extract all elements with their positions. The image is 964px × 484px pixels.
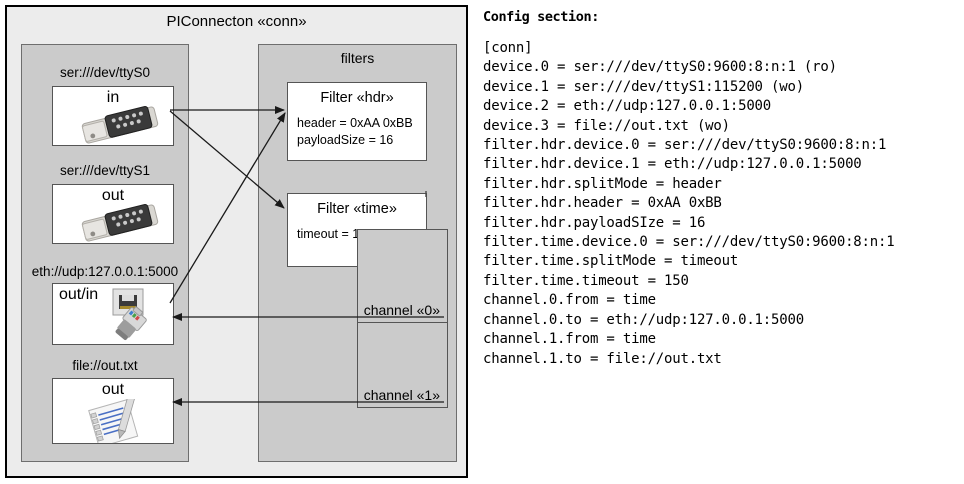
ethernet-plug-icon	[111, 287, 171, 344]
diagram-title: PIConnecton «conn»	[166, 13, 307, 30]
device-direction-3: out	[101, 381, 125, 398]
filter-card-hdr[interactable]: Filter «hdr» header = 0xAA 0xBB payloadS…	[287, 82, 427, 161]
device-label-0: ser:///dev/ttyS0	[59, 65, 151, 80]
filter-hdr-title: Filter «hdr»	[320, 90, 394, 106]
channel-box-0[interactable]: channel «0»	[357, 229, 448, 323]
device-label-2: eth://udp:127.0.0.1:5000	[31, 264, 179, 279]
filters-panel: filters Filter «hdr» header = 0xAA 0xBB …	[258, 44, 457, 462]
config-text: [conn] device.0 = ser:///dev/ttyS0:9600:…	[483, 40, 895, 367]
arrow-ttys0-to-time	[169, 110, 285, 209]
serial-connector-icon	[77, 203, 163, 243]
arrow-eth-to-hdr	[169, 112, 286, 304]
channel-box-1[interactable]: channel «1»	[357, 322, 448, 408]
connection-arrows	[169, 106, 444, 406]
device-card-1[interactable]: out	[52, 184, 174, 244]
device-label-1: ser:///dev/ttyS1	[59, 163, 151, 178]
device-direction-0: in	[106, 89, 120, 106]
channel-0-label: channel «0»	[363, 302, 440, 318]
config-section: Config section: [conn] device.0 = ser://…	[483, 5, 959, 369]
config-heading: Config section:	[483, 9, 599, 25]
device-card-2[interactable]: out/in	[52, 283, 174, 345]
device-card-3[interactable]: out	[52, 378, 174, 444]
filters-panel-title: filters	[340, 50, 375, 66]
device-label-3: file://out.txt	[72, 358, 138, 373]
filter-time-title: Filter «time»	[317, 201, 397, 217]
device-direction-2: out/in	[59, 286, 99, 303]
filter-hdr-prop-1: payloadSize = 16	[297, 133, 394, 147]
text-document-icon	[85, 396, 151, 443]
device-direction-1: out	[101, 187, 125, 204]
devices-panel: ser:///dev/ttyS0 in	[21, 44, 189, 462]
device-card-0[interactable]: in	[52, 86, 174, 146]
connection-diagram: PIConnecton «conn» ser:///dev/ttyS0 in	[5, 5, 468, 478]
channel-1-label: channel «1»	[363, 387, 440, 403]
serial-connector-icon	[77, 105, 163, 145]
filter-hdr-prop-0: header = 0xAA 0xBB	[297, 116, 413, 130]
